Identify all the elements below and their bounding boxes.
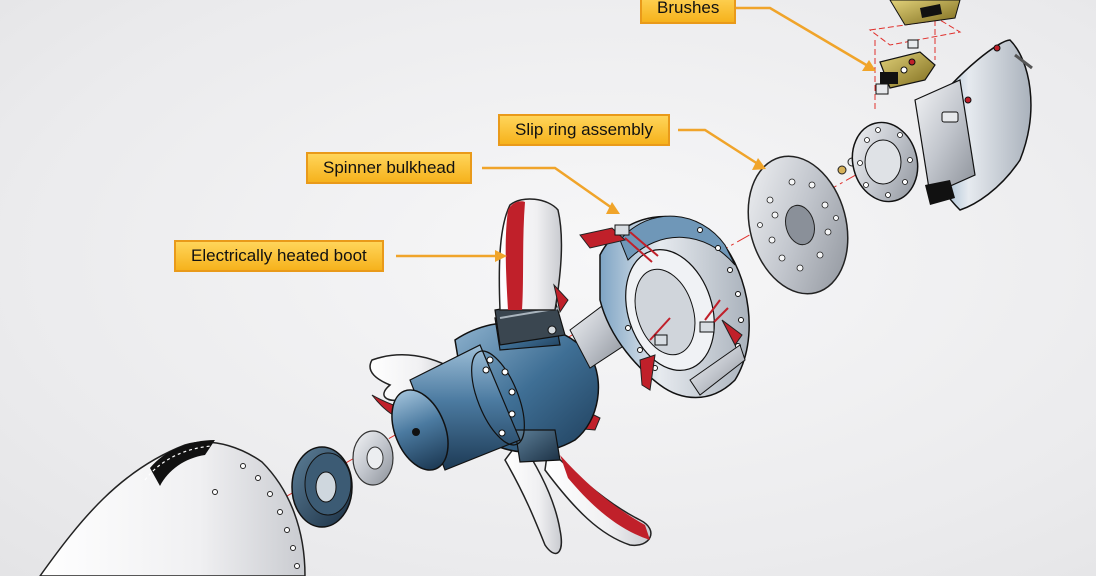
spacer-washer [352,430,394,486]
lower-blade [504,407,652,555]
upper-blade-heated-boot [498,198,569,314]
slip-ring-disc [747,155,849,295]
callout-slip-ring-assembly: Slip ring assembly [498,114,670,146]
callout-electrically-heated-boot-text: Electrically heated boot [191,246,367,265]
callout-leaders [396,6,876,262]
callout-electrically-heated-boot: Electrically heated boot [174,240,384,272]
slip-ring-hub-mount [851,39,1033,211]
retaining-ring [291,446,353,528]
callout-spinner-bulkhead-text: Spinner bulkhead [323,158,456,177]
propeller-hub [391,299,626,471]
callout-spinner-bulkhead: Spinner bulkhead [306,152,473,184]
spinner-dome [39,440,306,576]
callout-slip-ring-assembly-text: Slip ring assembly [515,120,653,139]
callout-brushes: Brushes [640,0,737,24]
brush-block-assembly [868,0,962,110]
callout-brushes-text: Brushes [657,0,720,17]
spinner-bulkhead [579,215,750,399]
